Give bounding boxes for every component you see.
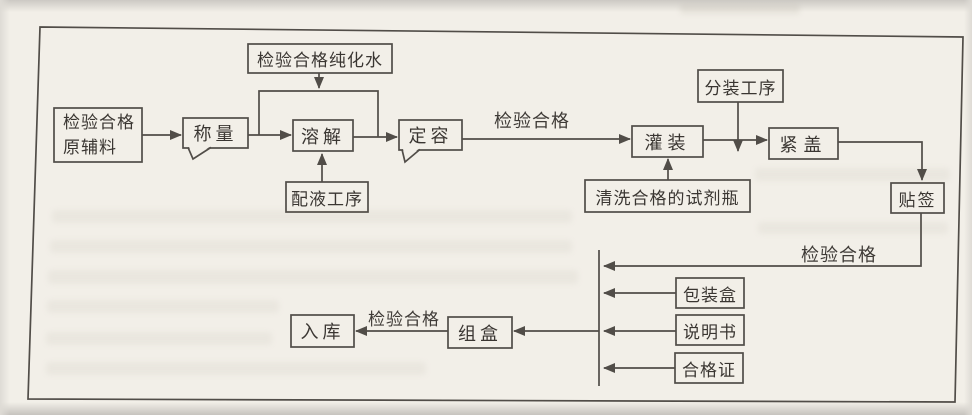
edge-label-inspection-pass-1: 检验合格 (494, 111, 570, 131)
node-capping: 紧盖 (779, 134, 828, 155)
node-raw-material-line2: 原辅料 (63, 138, 117, 157)
box-filling (631, 125, 704, 158)
node-dissolving: 溶解 (301, 126, 345, 147)
box-dissolving (292, 119, 354, 152)
edge-label-inspection-pass-3: 检验合格 (368, 310, 440, 329)
diagram-border (27, 26, 964, 403)
node-raw-material: 检验合格 原辅料 (54, 108, 151, 162)
box-manual (675, 314, 745, 346)
line-purified-water-branch (258, 90, 379, 137)
node-assembly: 组盒 (458, 323, 502, 344)
edge-label-inspection-pass-2: 检验合格 (801, 245, 877, 265)
box-dispensing (697, 69, 784, 103)
box-liquid-prep (285, 181, 369, 213)
node-raw-material-line1: 检验合格 (63, 113, 135, 132)
node-certificate: 合格证 (682, 360, 736, 380)
node-manual: 说明书 (683, 322, 737, 342)
node-volume-fixing: 定容 (408, 126, 453, 146)
arrow-labeling-to-collector (603, 213, 922, 271)
box-purified-water (247, 43, 393, 74)
node-packing-box: 包装盒 (683, 285, 737, 305)
tail-weighing (187, 146, 212, 161)
node-liquid-prep: 配液工序 (291, 189, 363, 209)
box-assembly (447, 316, 513, 349)
box-volume-fixing (398, 119, 463, 151)
box-labeling (890, 182, 945, 214)
tail-erase-weighing (189, 146, 210, 158)
node-weighing: 称量 (193, 124, 238, 144)
tail-erase-volume-fixing (403, 148, 419, 160)
node-filling: 灌装 (644, 132, 691, 153)
node-washed-bottles: 清洗合格的试剂瓶 (595, 188, 740, 208)
box-warehousing (290, 314, 355, 348)
tail-volume-fixing (401, 148, 421, 164)
box-capping (768, 127, 839, 160)
callout-tails (187, 146, 421, 164)
box-weighing (182, 117, 249, 149)
arrow-capping-to-labeling (838, 141, 927, 181)
node-purified-water: 检验合格纯化水 (257, 51, 383, 70)
node-labeling: 贴签 (898, 190, 937, 210)
node-dispensing: 分装工序 (704, 78, 777, 98)
node-warehousing: 入库 (300, 322, 345, 342)
